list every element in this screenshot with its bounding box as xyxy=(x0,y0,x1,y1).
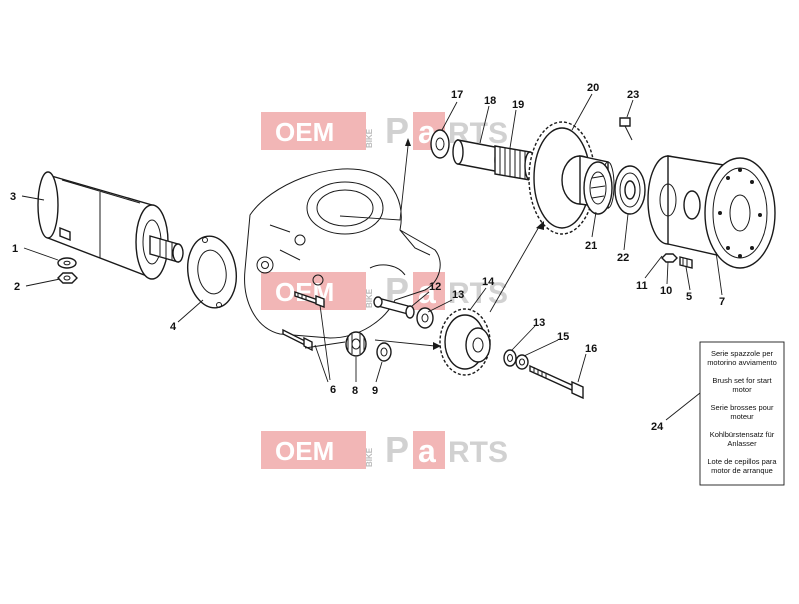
bolt-6b xyxy=(282,328,313,352)
callout-6: 6 xyxy=(330,384,336,396)
circlip-9 xyxy=(376,342,392,362)
crankcase-housing xyxy=(244,168,441,339)
callout-5: 5 xyxy=(686,291,692,303)
washer-1 xyxy=(57,257,77,269)
nut-10 xyxy=(661,253,678,263)
callout-2: 2 xyxy=(14,281,20,293)
callout-numbers: 3 1 2 4 6 8 9 12 13 14 13 15 16 17 18 19… xyxy=(10,82,725,433)
callout-18: 18 xyxy=(484,95,496,107)
callout-4: 4 xyxy=(170,321,177,333)
callout-17: 17 xyxy=(451,89,463,101)
starter-motor xyxy=(37,171,184,280)
washer-13a xyxy=(416,307,434,329)
brush-set-legend: Serie spazzole per motorino avviamento B… xyxy=(699,341,785,486)
legend-line: motor de arranque xyxy=(711,466,773,475)
callout-7: 7 xyxy=(719,296,725,308)
svg-text:a: a xyxy=(418,274,436,310)
bolt-23 xyxy=(619,117,633,141)
washer-13b xyxy=(503,349,517,367)
intermediate-gear-14 xyxy=(439,308,491,376)
callout-14: 14 xyxy=(482,276,495,288)
bolt-16 xyxy=(529,364,584,400)
svg-text:a: a xyxy=(418,433,436,469)
callout-13a: 13 xyxy=(452,289,464,301)
gasket-4 xyxy=(187,235,237,309)
callout-1: 1 xyxy=(12,243,18,255)
svg-text:RTS: RTS xyxy=(448,436,508,469)
svg-text:P: P xyxy=(385,429,409,470)
callout-3: 3 xyxy=(10,191,16,203)
bolt-6a xyxy=(294,291,325,309)
callout-23: 23 xyxy=(627,89,639,101)
freewheel-21 xyxy=(583,161,613,215)
legend-line: motor xyxy=(732,385,752,394)
svg-text:OEM: OEM xyxy=(275,277,334,307)
bolt-5 xyxy=(679,256,693,269)
washer-17 xyxy=(430,129,450,159)
legend-line: Lote de cepillos para xyxy=(707,457,777,466)
svg-text:BIKE: BIKE xyxy=(365,447,374,467)
pinion-gear-8 xyxy=(345,331,367,357)
callout-11: 11 xyxy=(636,280,648,292)
legend-line: motorino avviamento xyxy=(707,358,777,367)
callout-13b: 13 xyxy=(533,317,545,329)
callout-22: 22 xyxy=(617,252,629,264)
legend-line: Serie brosses pour xyxy=(711,403,774,412)
callout-20: 20 xyxy=(587,82,599,94)
ball-bearing-22 xyxy=(614,165,646,215)
callout-24: 24 xyxy=(651,421,664,433)
legend-line: Anlasser xyxy=(727,439,757,448)
callout-10: 10 xyxy=(660,285,672,297)
shaft-12 xyxy=(373,296,415,319)
svg-text:BIKE: BIKE xyxy=(365,288,374,308)
assembly-arrows xyxy=(304,138,544,350)
callout-16: 16 xyxy=(585,343,597,355)
callout-12: 12 xyxy=(429,281,441,293)
svg-text:RTS: RTS xyxy=(448,277,508,310)
flywheel-7 xyxy=(704,157,776,269)
legend-line: Brush set for start xyxy=(712,376,772,385)
svg-text:OEM: OEM xyxy=(275,117,334,147)
legend-line: Serie spazzole per xyxy=(711,349,774,358)
callout-21: 21 xyxy=(585,240,597,252)
leader-lines xyxy=(21,93,723,421)
legend-line: Kohlbürstensatz für xyxy=(710,430,775,439)
callout-15: 15 xyxy=(557,331,569,343)
callout-19: 19 xyxy=(512,99,524,111)
nut-2 xyxy=(57,272,78,284)
svg-text:BIKE: BIKE xyxy=(365,128,374,148)
washer-15 xyxy=(515,354,529,370)
legend-line: moteur xyxy=(730,412,754,421)
watermark-bottom: OEM BIKE P a RTS xyxy=(261,429,508,470)
svg-text:OEM: OEM xyxy=(275,436,334,466)
callout-9: 9 xyxy=(372,385,378,397)
callout-8: 8 xyxy=(352,385,358,397)
svg-text:P: P xyxy=(385,110,409,151)
